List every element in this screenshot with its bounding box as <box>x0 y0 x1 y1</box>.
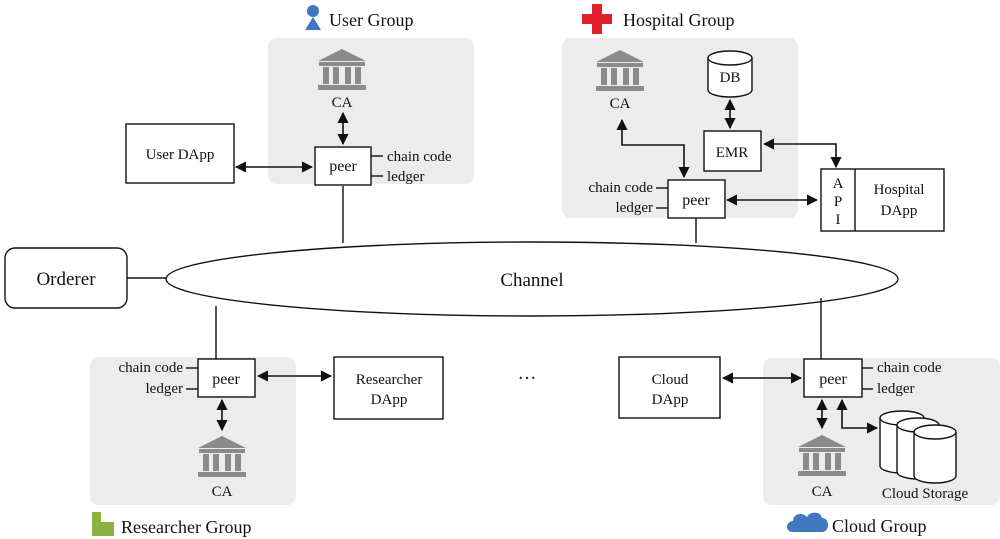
hospital-dapp-box <box>820 168 945 232</box>
hospital-cross-icon <box>582 4 612 34</box>
api-letter-i: I <box>836 212 841 228</box>
researcher-chaincode-label: chain code <box>118 360 183 376</box>
researcher-icon <box>92 512 114 536</box>
cloud-peer-storage-arrow <box>836 398 879 434</box>
hospital-chaincode-label: chain code <box>588 180 653 196</box>
researcher-dapp-label-line2: DApp <box>371 392 408 408</box>
api-letter-a: A <box>833 176 844 192</box>
user-dapp-box <box>125 123 235 184</box>
user-group-title: User Group <box>329 10 413 30</box>
cloud-peer-box <box>803 358 863 398</box>
channel-ellipse <box>165 241 899 317</box>
cloud-dapp-box <box>618 356 721 419</box>
cloud-ca-label: CA <box>812 484 833 500</box>
researcher-peer-box <box>197 358 256 398</box>
researcher-group-panel <box>90 357 296 505</box>
hospital-peer-label: peer <box>682 192 710 209</box>
cloud-peer-label: peer <box>819 371 847 388</box>
cloud-storage-cylinders <box>879 410 957 484</box>
cloud-dapp-label-line2: DApp <box>652 392 689 408</box>
hospital-dapp-label-line2: DApp <box>881 203 918 219</box>
hospital-ca-label: CA <box>610 96 631 112</box>
user-peer-box <box>314 146 372 186</box>
cloud-storage-label: Cloud Storage <box>882 486 969 502</box>
researcher-ca-label: CA <box>212 484 233 500</box>
user-ca-label: CA <box>332 95 353 111</box>
db-cylinder <box>707 50 753 98</box>
cloud-icon <box>787 512 828 532</box>
api-letter-p: P <box>834 194 842 210</box>
researcher-dapp-box <box>333 356 444 420</box>
user-icon <box>305 5 321 30</box>
hospital-peer-ca-arrow <box>616 118 690 179</box>
orderer-label: Orderer <box>36 269 96 290</box>
channel-label: Channel <box>500 270 563 291</box>
hospital-dapp-label-line1: Hospital <box>874 182 925 198</box>
hospital-ledger-label: ledger <box>616 200 653 216</box>
db-label: DB <box>720 70 741 86</box>
hospital-peer-box <box>667 179 726 219</box>
emr-api-arrow <box>762 138 842 169</box>
hospital-group-title: Hospital Group <box>623 10 735 30</box>
researcher-ledger-label: ledger <box>146 381 183 397</box>
researcher-dapp-label-line1: Researcher <box>356 372 423 388</box>
user-chaincode-label: chain code <box>387 149 452 165</box>
more-groups-ellipsis: ··· <box>518 368 537 389</box>
cloud-ledger-label: ledger <box>877 381 914 397</box>
researcher-peer-label: peer <box>212 371 240 388</box>
emr-label: EMR <box>716 145 749 161</box>
user-ledger-label: ledger <box>387 169 424 185</box>
cloud-dapp-label-line1: Cloud <box>652 372 689 388</box>
emr-box <box>703 130 762 172</box>
researcher-group-title: Researcher Group <box>121 517 251 537</box>
user-peer-label: peer <box>329 158 357 175</box>
cloud-chaincode-label: chain code <box>877 360 942 376</box>
user-dapp-label: User DApp <box>146 147 215 163</box>
cloud-group-title: Cloud Group <box>832 516 927 536</box>
